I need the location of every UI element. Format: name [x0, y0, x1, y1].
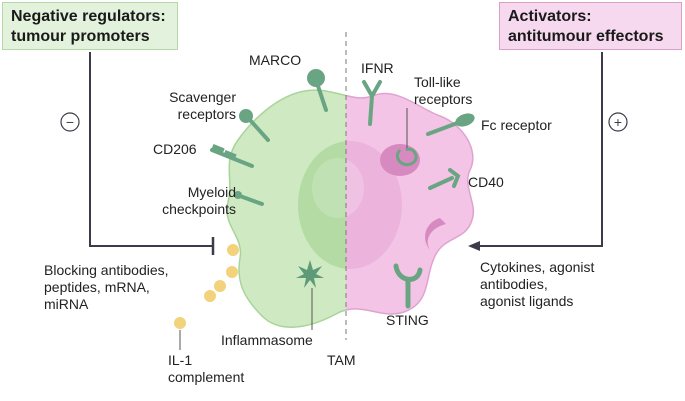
inflammasome-label: Inflammasome — [221, 332, 313, 348]
cd206-label: CD206 — [153, 141, 197, 157]
sting-receptor-icon — [393, 263, 423, 309]
activators-box: Activators: antitumour effectors — [499, 2, 682, 50]
cytokines-label: Cytokines, agonist antibodies, agonist l… — [480, 259, 595, 309]
blocking-agents-label: Blocking antibodies, peptides, mRNA, miR… — [44, 262, 169, 312]
nucleus-pink — [346, 141, 402, 269]
fc-receptor-icon — [426, 113, 475, 136]
negative-regulators-box: Negative regulators: tumour promoters — [2, 2, 178, 50]
activation-pathway-line — [476, 52, 603, 247]
cd206-receptor-icon — [210, 143, 254, 168]
marco-receptor-icon — [307, 69, 328, 112]
plus-circle — [608, 112, 628, 132]
negative-box-line2: tumour promoters — [11, 28, 150, 45]
positive-box-line2: antitumour effectors — [508, 28, 664, 45]
tam-cell-green-half — [226, 89, 346, 328]
activation-arrowhead — [468, 241, 480, 251]
myeloid-checkpoint-icon — [234, 191, 264, 206]
ifnr-label: IFNR — [361, 60, 394, 76]
scavenger-receptor-icon — [239, 109, 270, 142]
cd40-receptor-icon — [428, 168, 461, 190]
ifnr-receptor-icon — [362, 80, 382, 126]
blocking-agent-dots — [174, 244, 239, 329]
inhibition-pathway-line — [89, 52, 212, 247]
scavenger-receptors-label: Scavenger receptors — [169, 89, 236, 122]
il1-complement-label: IL-1 complement — [168, 352, 245, 385]
toll-like-receptors-label: Toll-like receptors — [414, 74, 473, 107]
minus-sign: − — [66, 114, 74, 130]
minus-circle — [60, 112, 80, 132]
nucleus-highlight — [312, 158, 364, 218]
cd40-label: CD40 — [468, 174, 504, 190]
marco-label: MARCO — [249, 52, 302, 68]
tam-label: TAM — [327, 352, 356, 368]
nucleus-green — [298, 141, 346, 269]
inflammasome-icon — [296, 260, 324, 288]
negative-box-line1: Negative regulators: — [11, 8, 166, 25]
sting-label: STING — [386, 312, 429, 328]
myeloid-checkpoints-label: Myeloid checkpoints — [162, 184, 236, 217]
organelle-crescent — [425, 218, 446, 250]
plus-sign: + — [614, 114, 622, 130]
positive-box-line1: Activators: — [508, 8, 592, 25]
fc-receptor-label: Fc receptor — [481, 117, 552, 133]
toll-like-receptor-icon — [395, 108, 418, 167]
